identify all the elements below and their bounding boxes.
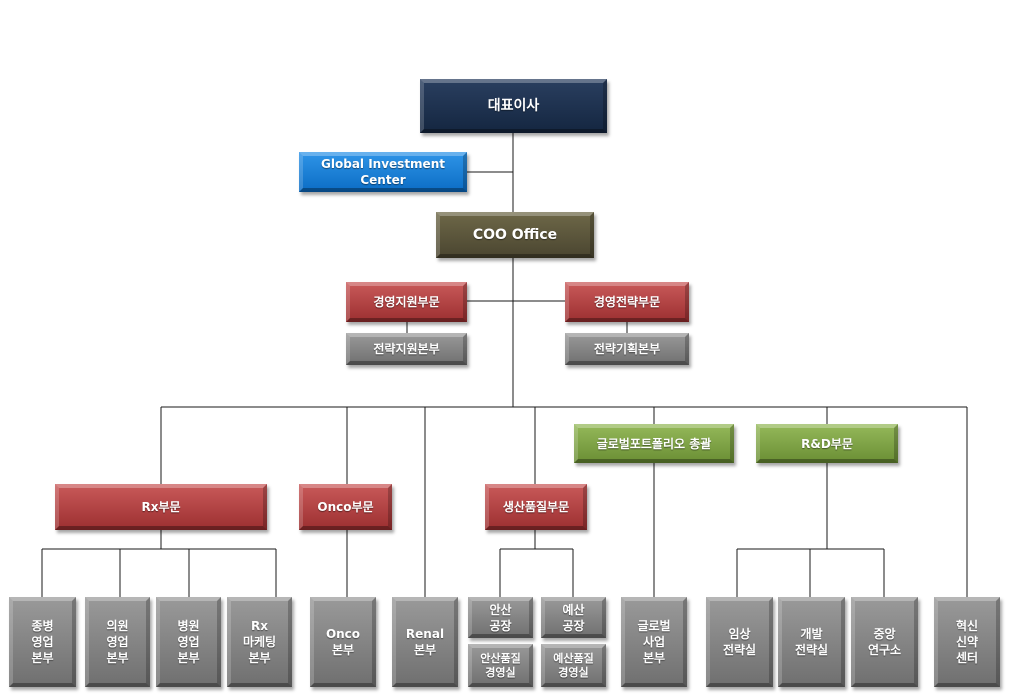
onco-hq-box[interactable]: Onco 본부 — [310, 597, 376, 687]
development-strategy-office-box[interactable]: 개발 전략실 — [778, 597, 845, 687]
clinical-strategy-office-box[interactable]: 임상 전략실 — [706, 597, 773, 687]
central-research-lab-box[interactable]: 중앙 연구소 — [851, 597, 918, 687]
management-support-division-box[interactable]: 경영지원부문 — [346, 282, 467, 322]
coo-office-box[interactable]: COO Office — [436, 212, 594, 258]
rnd-division-box[interactable]: R&D부문 — [756, 424, 898, 463]
global-business-hq-box[interactable]: 글로벌 사업 본부 — [621, 597, 687, 687]
strategy-planning-hq-box[interactable]: 전략기획본부 — [565, 333, 689, 365]
global-portfolio-box[interactable]: 글로벌포트폴리오 총괄 — [574, 424, 734, 463]
production-quality-division-box[interactable]: 생산품질부문 — [485, 484, 587, 530]
strategy-support-hq-box[interactable]: 전략지원본부 — [346, 333, 467, 365]
yesan-plant-box[interactable]: 예산 공장 — [541, 597, 606, 638]
ansan-plant-box[interactable]: 안산 공장 — [468, 597, 533, 638]
renal-hq-box[interactable]: Renal 본부 — [392, 597, 458, 687]
rx-hospital-sales-hq-box[interactable]: 병원 영업 본부 — [156, 597, 221, 687]
ceo-box[interactable]: 대표이사 — [420, 79, 607, 133]
rx-general-sales-hq-box[interactable]: 종병 영업 본부 — [9, 597, 76, 687]
innovation-drug-center-box[interactable]: 혁신 신약 센터 — [934, 597, 1000, 687]
global-investment-center-box[interactable]: Global Investment Center — [299, 152, 467, 192]
rx-division-box[interactable]: Rx부문 — [55, 484, 267, 530]
management-strategy-division-box[interactable]: 경영전략부문 — [565, 282, 689, 322]
yesan-quality-office-box[interactable]: 예산품질 경영실 — [541, 644, 606, 687]
rx-clinic-sales-hq-box[interactable]: 의원 영업 본부 — [85, 597, 150, 687]
rx-marketing-hq-box[interactable]: Rx 마케팅 본부 — [227, 597, 292, 687]
onco-division-box[interactable]: Onco부문 — [299, 484, 392, 530]
ansan-quality-office-box[interactable]: 안산품질 경영실 — [468, 644, 533, 687]
